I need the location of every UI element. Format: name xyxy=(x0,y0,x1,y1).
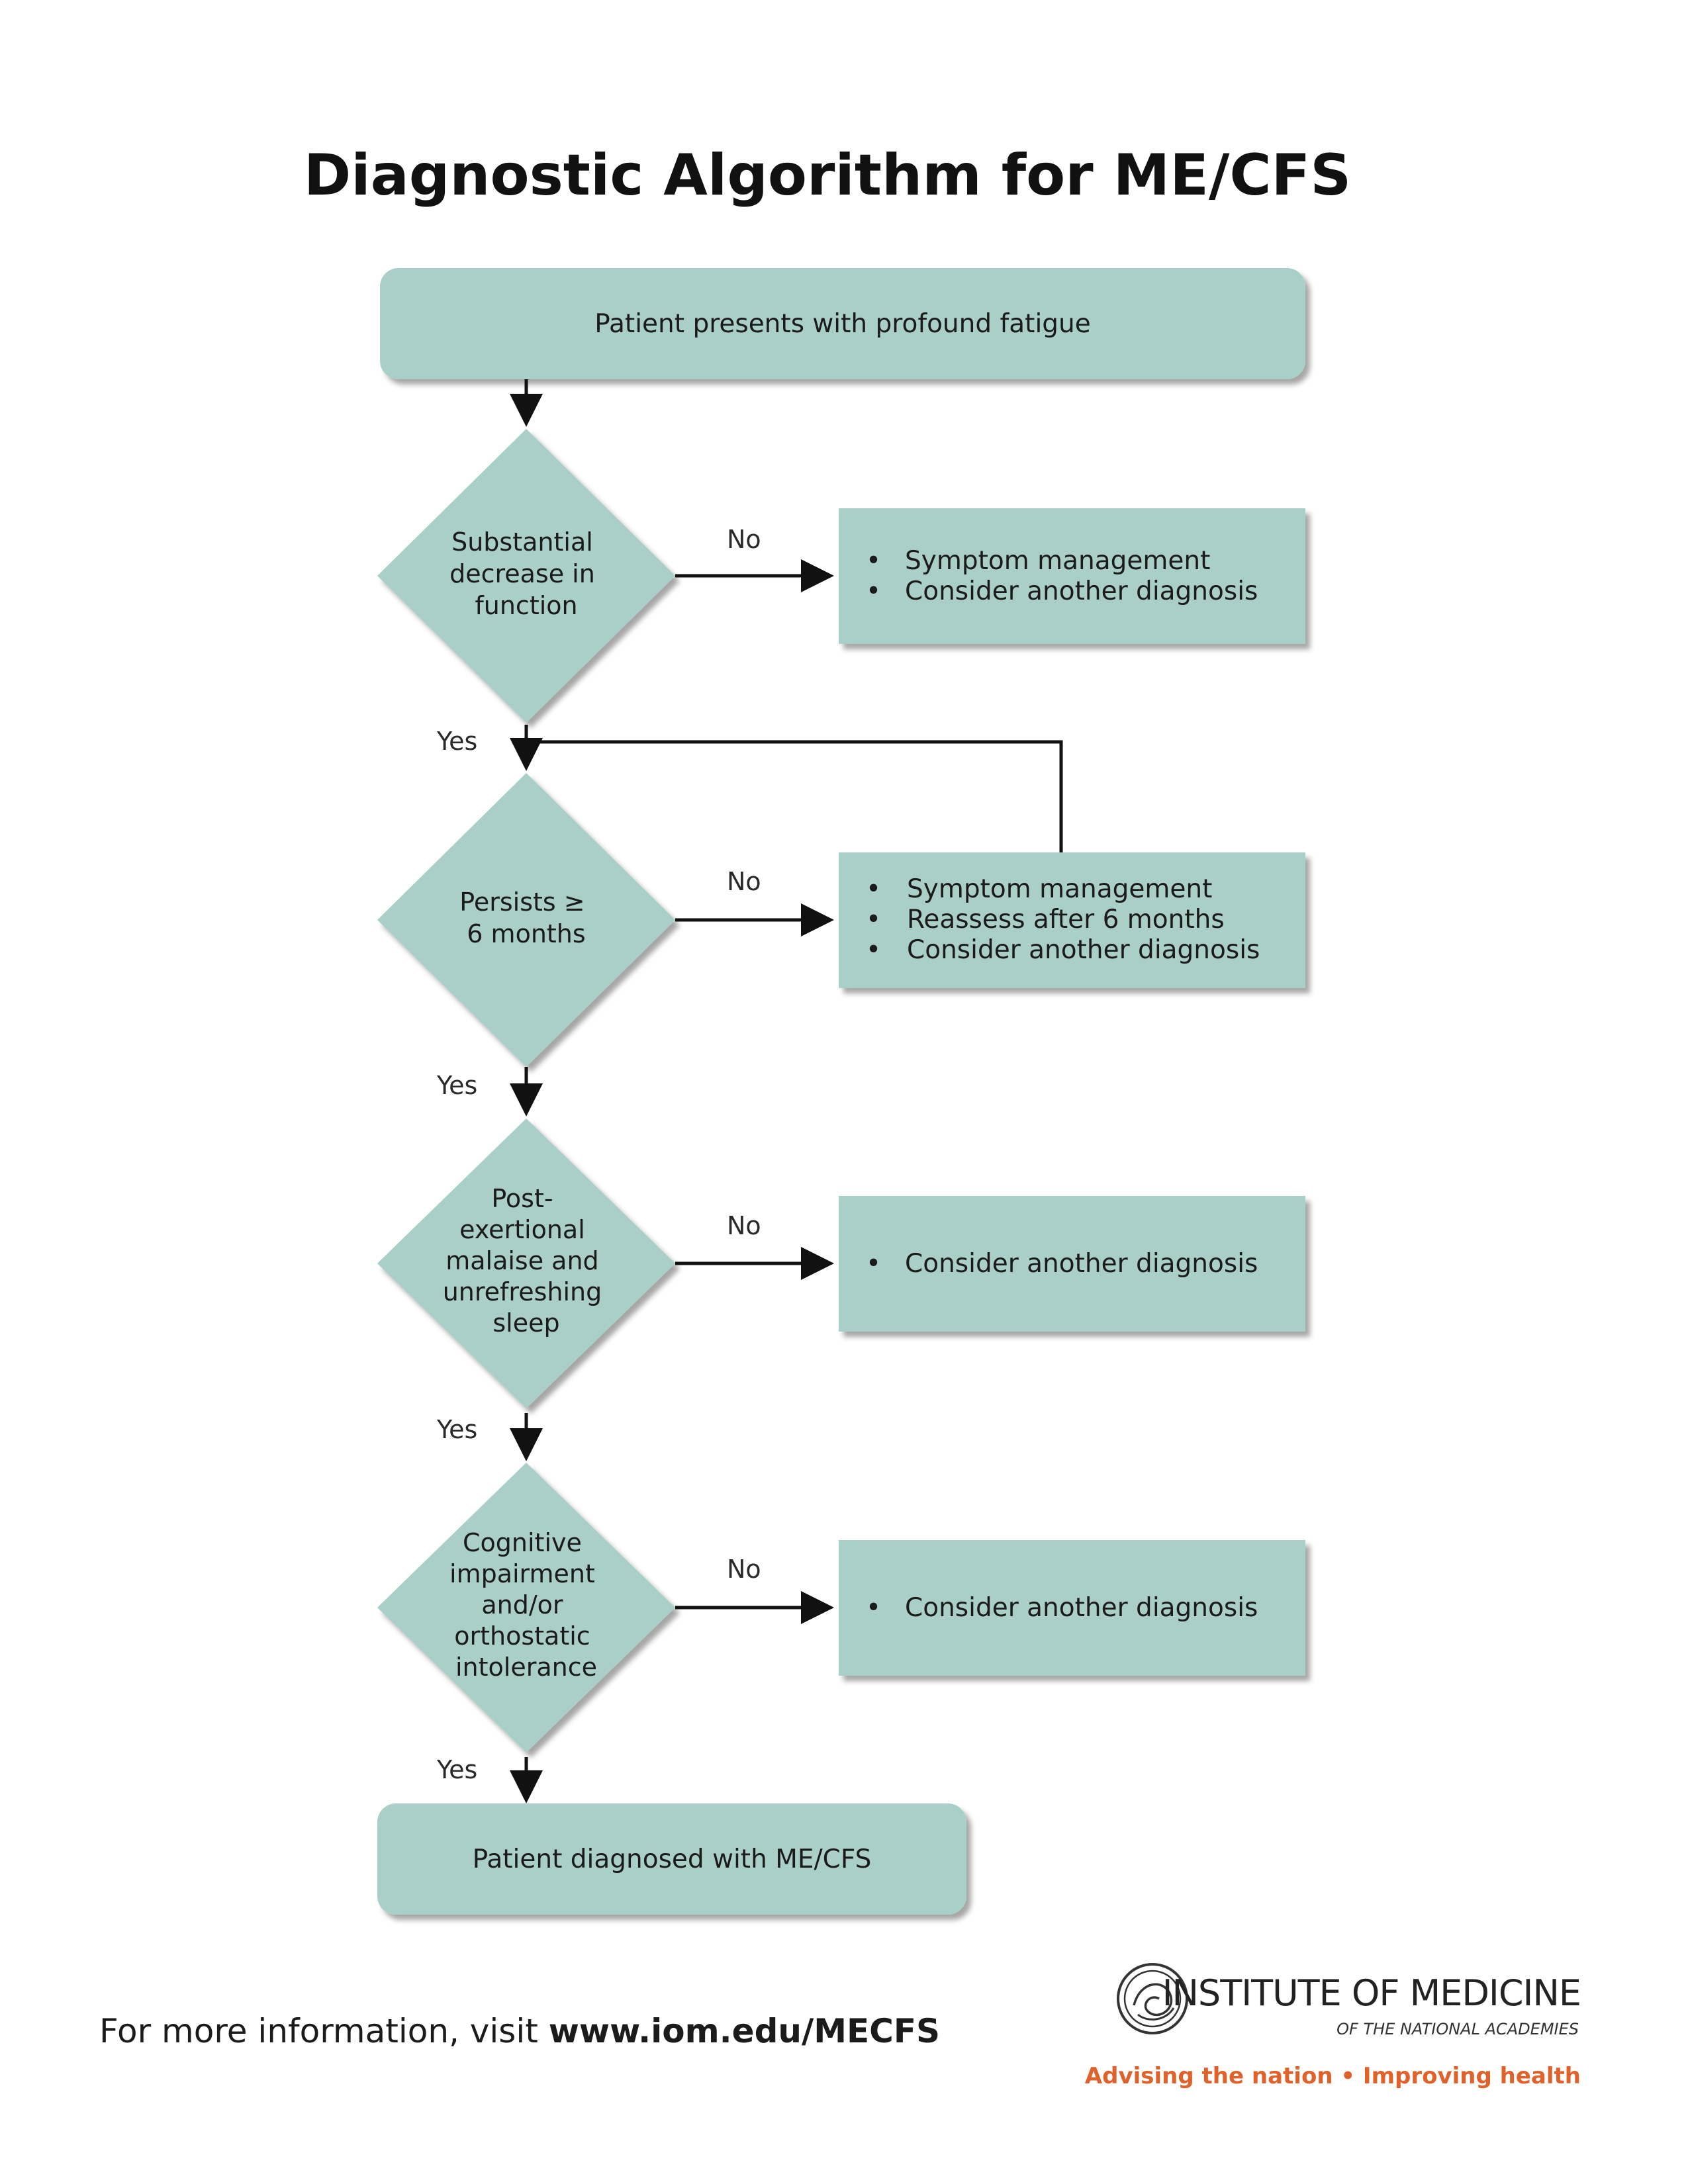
outcome-2-item: •Reassess after 6 months xyxy=(866,905,1225,934)
outcome-1-item: •Consider another diagnosis xyxy=(866,576,1258,606)
footer-prefix: For more information, visit xyxy=(99,2012,549,2050)
decision-3: Post- exertional malaise and unrefreshin… xyxy=(377,1118,675,1408)
yes-label: Yes xyxy=(436,1755,477,1784)
start-box-label: Patient presents with profound fatigue xyxy=(594,309,1091,339)
decision-1-label: Substantial decrease in function xyxy=(449,527,603,620)
footer-text: For more information, visit www.iom.edu/… xyxy=(99,2012,940,2050)
outcome-box-4: •Consider another diagnosis xyxy=(839,1540,1305,1676)
yes-label: Yes xyxy=(436,1415,477,1444)
connectors xyxy=(510,379,1063,1803)
end-box-label: Patient diagnosed with ME/CFS xyxy=(473,1844,872,1874)
iom-subtitle: OF THE NATIONAL ACADEMIES xyxy=(1336,2020,1579,2038)
iom-logo-mark-icon xyxy=(1117,1963,1188,2034)
outcome-4-item: •Consider another diagnosis xyxy=(866,1593,1258,1623)
outcome-3-item: •Consider another diagnosis xyxy=(866,1249,1258,1279)
no-label: No xyxy=(727,1555,761,1584)
decision-3-label: Post- exertional malaise and unrefreshin… xyxy=(443,1184,610,1338)
iom-name: INSTITUTE OF MEDICINE xyxy=(1162,1972,1581,2014)
yes-label: Yes xyxy=(436,727,477,756)
yes-label: Yes xyxy=(436,1071,477,1100)
footer-url[interactable]: www.iom.edu/MECFS xyxy=(548,2012,941,2050)
no-label: No xyxy=(727,525,761,554)
outcome-box-1: •Symptom management •Consider another di… xyxy=(839,508,1305,644)
no-label: No xyxy=(727,1211,761,1240)
decision-4-label: Cognitive impairment and/or orthostatic … xyxy=(449,1528,603,1682)
outcome-2-item: •Symptom management xyxy=(866,874,1212,904)
end-box: Patient diagnosed with ME/CFS xyxy=(377,1803,966,1915)
decision-2-label: Persists ≥ 6 months xyxy=(459,887,592,948)
iom-tagline: Advising the nation • Improving health xyxy=(1084,2063,1581,2089)
no-label: No xyxy=(727,867,761,896)
decision-1: Substantial decrease in function xyxy=(377,429,675,723)
page-title: Diagnostic Algorithm for ME/CFS xyxy=(303,142,1352,208)
outcome-box-3: •Consider another diagnosis xyxy=(839,1196,1305,1332)
decision-2: Persists ≥ 6 months xyxy=(377,773,675,1067)
outcome-2-item: •Consider another diagnosis xyxy=(866,935,1260,965)
outcome-box-2: •Symptom management •Reassess after 6 mo… xyxy=(839,852,1305,988)
start-box: Patient presents with profound fatigue xyxy=(380,268,1305,379)
decision-4: Cognitive impairment and/or orthostatic … xyxy=(377,1463,675,1752)
outcome-1-item: •Symptom management xyxy=(866,546,1210,576)
loop-back-line xyxy=(526,740,1063,854)
